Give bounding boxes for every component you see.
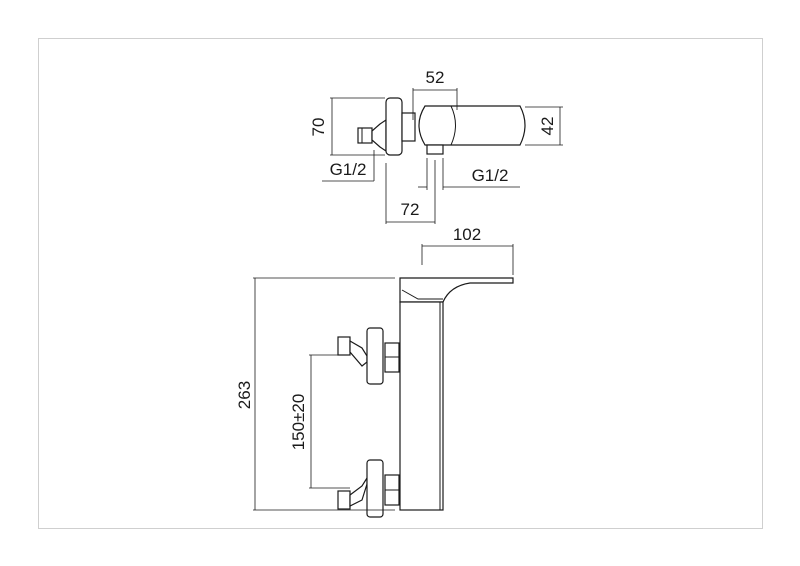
inlet-thread-label: G1/2 bbox=[330, 160, 367, 179]
wall-flange bbox=[385, 97, 403, 156]
front-view: 102 263 150±20 bbox=[235, 225, 514, 518]
dim-42: 42 bbox=[525, 106, 563, 146]
dim-70-label: 70 bbox=[309, 118, 328, 137]
dim-70: 70 bbox=[309, 97, 385, 156]
dim-72-label: 72 bbox=[401, 200, 420, 219]
dim-42-label: 42 bbox=[538, 117, 557, 136]
dim-150: 150±20 bbox=[289, 354, 350, 489]
outlet-thread-label: G1/2 bbox=[472, 166, 509, 185]
nut bbox=[401, 112, 416, 142]
dim-150-label: 150±20 bbox=[289, 394, 308, 451]
dim-102: 102 bbox=[421, 225, 514, 275]
top-view: 70 52 42 G1/2 G1/2 bbox=[309, 68, 563, 224]
upper-inlet bbox=[337, 327, 400, 385]
dim-72: 72 bbox=[385, 160, 436, 224]
frame-border bbox=[38, 38, 763, 529]
dim-263: 263 bbox=[235, 277, 395, 511]
dim-263-label: 263 bbox=[235, 381, 254, 409]
inlet-fitting bbox=[357, 118, 387, 153]
outlet-stub bbox=[426, 144, 444, 155]
mixer-body bbox=[418, 105, 526, 146]
body bbox=[399, 301, 444, 511]
dim-outlet-thread: G1/2 bbox=[418, 158, 520, 190]
dim-102-label: 102 bbox=[453, 225, 481, 244]
lower-inlet bbox=[337, 459, 400, 518]
dim-52-label: 52 bbox=[426, 68, 445, 87]
dim-inlet-thread: G1/2 bbox=[322, 150, 375, 182]
dim-52: 52 bbox=[412, 68, 458, 120]
